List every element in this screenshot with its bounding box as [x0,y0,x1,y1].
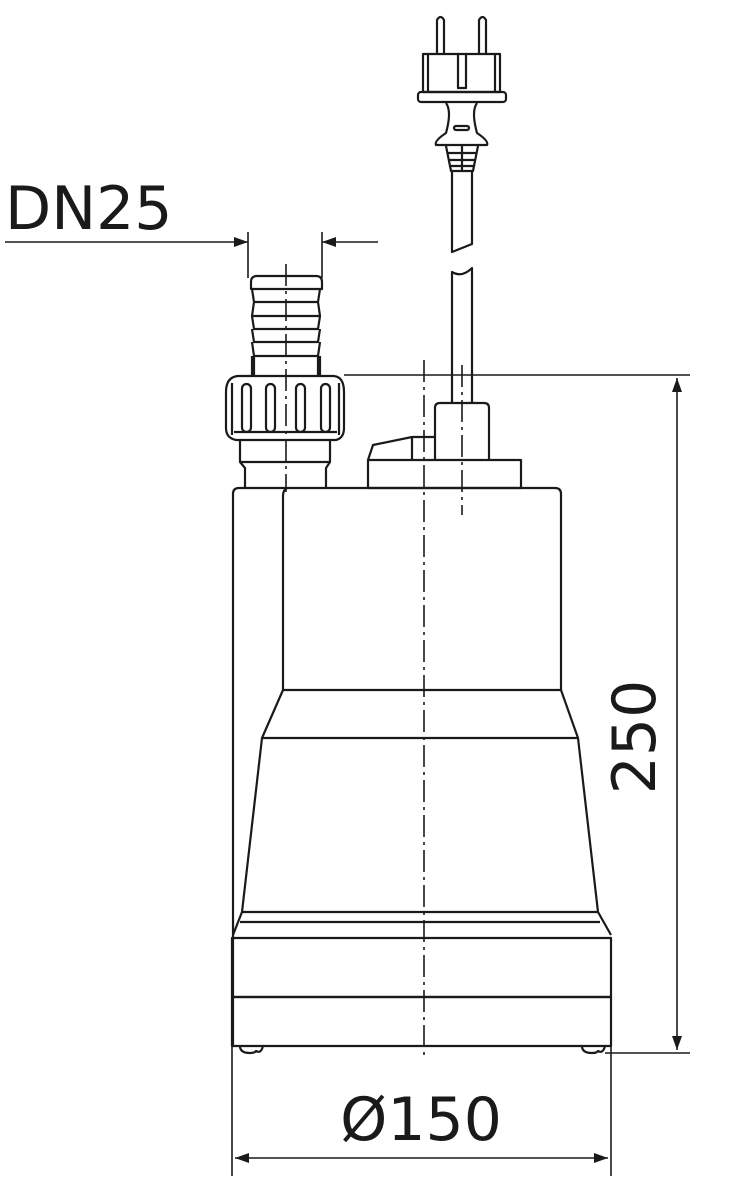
pump-body [230,486,613,1055]
power-cable [450,171,474,403]
hose-connector [224,274,346,488]
height-dimension: 250 [344,374,690,1054]
diameter-dimension: Ø150 [231,1046,612,1176]
cable-entry [366,401,523,490]
outlet-dimension: DN25 [5,174,378,278]
height-label: 250 [600,680,670,795]
power-plug [416,15,508,173]
outlet-size-label: DN25 [5,174,172,244]
diameter-label: Ø150 [340,1085,502,1155]
centerlines [285,264,463,1058]
